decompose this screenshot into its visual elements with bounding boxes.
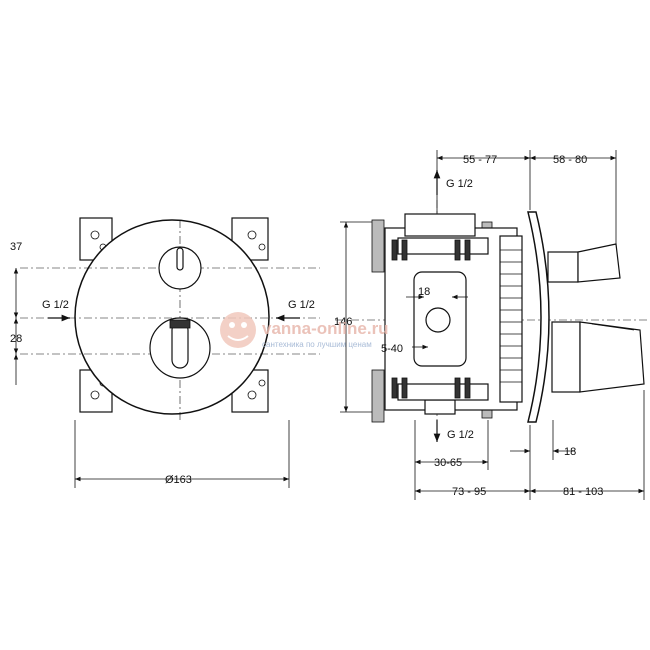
dim-diameter: Ø163 <box>165 474 192 486</box>
cover-plate-profile <box>527 211 550 423</box>
label-g-left: G 1/2 <box>42 299 69 311</box>
watermark-tagline: сантехника по лучшим ценам <box>262 340 372 349</box>
label-g-bottom: G 1/2 <box>447 429 474 441</box>
upper-knob-side <box>547 251 579 283</box>
dim-28: 28 <box>10 333 22 345</box>
dim-18-top: 18 <box>418 286 430 298</box>
dim-30-65: 30-65 <box>434 457 462 469</box>
dim-18-right: 18 <box>564 446 576 458</box>
dim-81-103: 81 - 103 <box>563 486 603 498</box>
watermark-logo-icon <box>220 312 256 348</box>
label-g-top: G 1/2 <box>446 178 473 190</box>
lower-handle-side <box>551 321 581 393</box>
side-view: 55 - 77 58 - 80 G 1/2 146 18 5-40 G 1/2 … <box>334 150 650 500</box>
watermark: vanna-online.ru сантехника по лучшим цен… <box>220 312 389 349</box>
dim-146: 146 <box>334 316 352 328</box>
dim-5-40: 5-40 <box>381 343 403 355</box>
cover-plate <box>74 219 270 415</box>
label-g-right: G 1/2 <box>288 299 315 311</box>
front-view: 37 28 G 1/2 G 1/2 Ø163 <box>10 217 320 488</box>
dim-37: 37 <box>10 241 22 253</box>
dim-58-80: 58 - 80 <box>553 154 587 166</box>
dim-73-95: 73 - 95 <box>452 486 486 498</box>
dim-55-77: 55 - 77 <box>463 154 497 166</box>
watermark-site: vanna-online.ru <box>262 319 389 338</box>
